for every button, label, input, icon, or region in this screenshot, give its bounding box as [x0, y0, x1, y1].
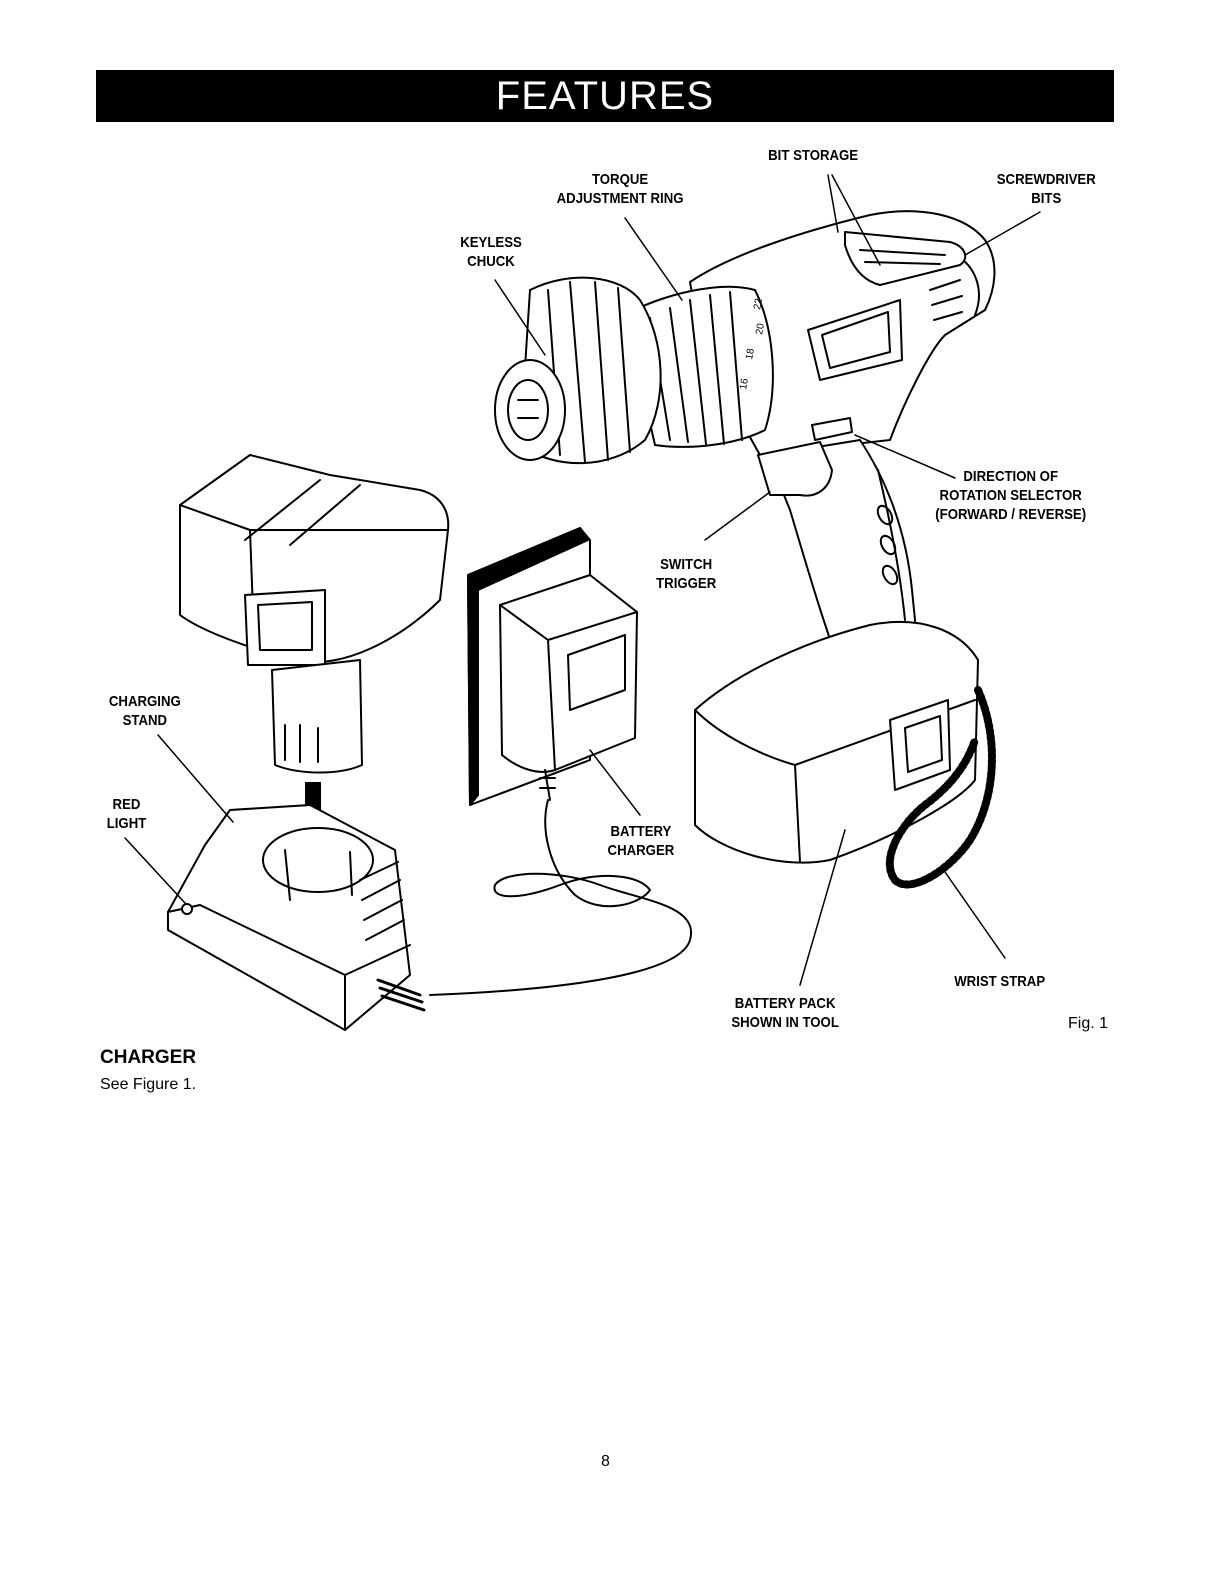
label-switch-trigger: SWITCH TRIGGER [656, 555, 716, 593]
spare-battery-illustration [180, 455, 448, 773]
charging-stand-illustration [168, 805, 424, 1030]
label-direction-selector: DIRECTION OF ROTATION SELECTOR (FORWARD … [935, 467, 1086, 524]
label-wrist-strap: WRIST STRAP [954, 972, 1045, 991]
label-battery-charger: BATTERY CHARGER [608, 822, 675, 860]
label-screwdriver-bits: SCREWDRIVER BITS [997, 170, 1096, 208]
label-battery-pack: BATTERY PACK SHOWN IN TOOL [731, 994, 839, 1032]
label-keyless-chuck: KEYLESS CHUCK [460, 233, 522, 271]
figure-caption: Fig. 1 [1068, 1015, 1108, 1033]
wall-charger-illustration [430, 528, 691, 995]
page-number: 8 [0, 1453, 1211, 1471]
label-red-light: RED LIGHT [107, 795, 147, 833]
section-title: CHARGER [100, 1047, 196, 1069]
label-bit-storage: BIT STORAGE [768, 146, 858, 165]
label-torque-adjustment-ring: TORQUE ADJUSTMENT RING [557, 170, 684, 208]
label-charging-stand: CHARGING STAND [109, 692, 181, 730]
section-body: See Figure 1. [100, 1076, 196, 1094]
